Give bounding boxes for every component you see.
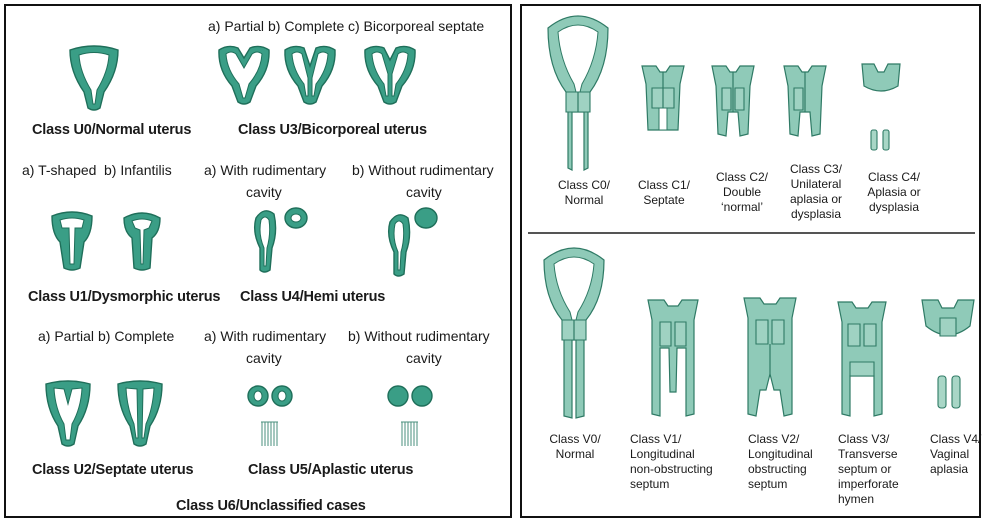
u3-sub-a-label: a) Partial — [208, 18, 264, 35]
u1b-infantilis-figure — [118, 208, 166, 274]
cervical-vaginal-classification-panel: Class C0/Normal Class C1/Septate Class C… — [520, 4, 981, 518]
u5-sub-a-line1: a) With rudimentary — [204, 328, 326, 345]
c2-double-normal-cervix-figure — [708, 62, 758, 138]
u2a-partial-septate-figure — [44, 378, 92, 448]
u3-sub-b-label: b) Complete — [268, 18, 344, 35]
u4-sub-b-line1: b) Without rudimentary — [352, 162, 494, 179]
section-divider — [528, 232, 975, 234]
u4-caption: Class U4/Hemi uterus — [240, 289, 385, 306]
u3c-bicorporeal-septate-figure — [362, 44, 418, 106]
u4-sub-a-line2: cavity — [246, 184, 282, 201]
u6-caption: Class U6/Unclassified cases — [176, 498, 366, 515]
u0-normal-uterus-figure — [66, 42, 122, 114]
v4-vaginal-aplasia-figure — [918, 296, 978, 412]
u3b-complete-bicorporeal-figure — [282, 44, 338, 106]
v0-label: Class V0/Normal — [540, 432, 610, 462]
uterine-classification-panel: Class U0/Normal uterus a) Partial b) Com… — [4, 4, 512, 518]
u1-sub-a-label: a) T-shaped — [22, 162, 96, 179]
u1-sub-b-label: b) Infantilis — [104, 162, 172, 179]
u4b-hemi-without-cavity-figure — [386, 206, 440, 278]
u3-caption: Class U3/Bicorporeal uterus — [238, 122, 427, 139]
u2-sub-a-label: a) Partial — [38, 328, 94, 345]
c0-label: Class C0/Normal — [544, 178, 624, 208]
u1a-t-shaped-figure — [48, 208, 96, 274]
u1-caption: Class U1/Dysmorphic uterus — [28, 289, 220, 306]
c1-label: Class C1/Septate — [624, 178, 704, 208]
u5-sub-a-line2: cavity — [246, 350, 282, 367]
c2-label: Class C2/Double‘normal’ — [702, 170, 782, 215]
c1-septate-cervix-figure — [638, 62, 688, 134]
u2-sub-b-label: b) Complete — [98, 328, 174, 345]
v1-longitudinal-nonobstructing-figure — [644, 296, 702, 418]
v3-transverse-septum-figure — [834, 298, 890, 418]
u4a-hemi-with-cavity-figure — [250, 202, 312, 274]
u5-caption: Class U5/Aplastic uterus — [248, 462, 413, 479]
c3-unilateral-aplasia-cervix-figure — [780, 62, 830, 138]
u4-sub-a-line1: a) With rudimentary — [204, 162, 326, 179]
c4-aplasia-cervix-figure — [858, 60, 904, 152]
u3a-partial-bicorporeal-figure — [216, 44, 272, 106]
u4-sub-b-line2: cavity — [406, 184, 442, 201]
u3-sub-c-label: c) Bicorporeal septate — [348, 18, 484, 35]
u2b-complete-septate-figure — [116, 378, 164, 448]
u5-sub-b-line2: cavity — [406, 350, 442, 367]
v2-longitudinal-obstructing-figure — [740, 294, 800, 418]
c0-normal-cervix-figure — [544, 8, 612, 172]
u5b-aplastic-without-cavity-figure — [384, 384, 436, 450]
u5-sub-b-line1: b) Without rudimentary — [348, 328, 490, 345]
v0-normal-vagina-figure — [540, 240, 608, 420]
u2-caption: Class U2/Septate uterus — [32, 462, 193, 479]
u5a-aplastic-with-cavity-figure — [244, 384, 296, 450]
u0-caption: Class U0/Normal uterus — [32, 122, 191, 139]
